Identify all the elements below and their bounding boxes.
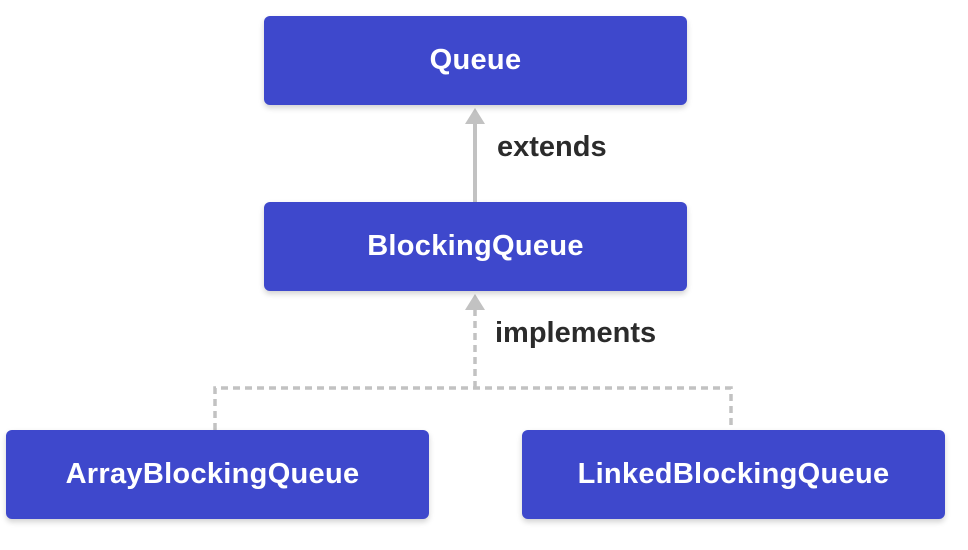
- implements-arrowhead: [465, 294, 485, 310]
- implements-dashed-bracket: [213, 386, 733, 430]
- array-blocking-queue-node: ArrayBlockingQueue: [6, 430, 429, 519]
- queue-node: Queue: [264, 16, 687, 105]
- linked-blocking-queue-node: LinkedBlockingQueue: [522, 430, 945, 519]
- blocking-queue-node: BlockingQueue: [264, 202, 687, 291]
- extends-label: extends: [497, 131, 607, 163]
- extends-arrowhead: [465, 108, 485, 124]
- blocking-queue-node-label: BlockingQueue: [367, 230, 584, 262]
- implements-label: implements: [495, 317, 657, 349]
- linked-blocking-queue-node-label: LinkedBlockingQueue: [577, 458, 890, 490]
- array-blocking-queue-node-label: ArrayBlockingQueue: [65, 458, 360, 490]
- queue-node-label: Queue: [429, 44, 522, 76]
